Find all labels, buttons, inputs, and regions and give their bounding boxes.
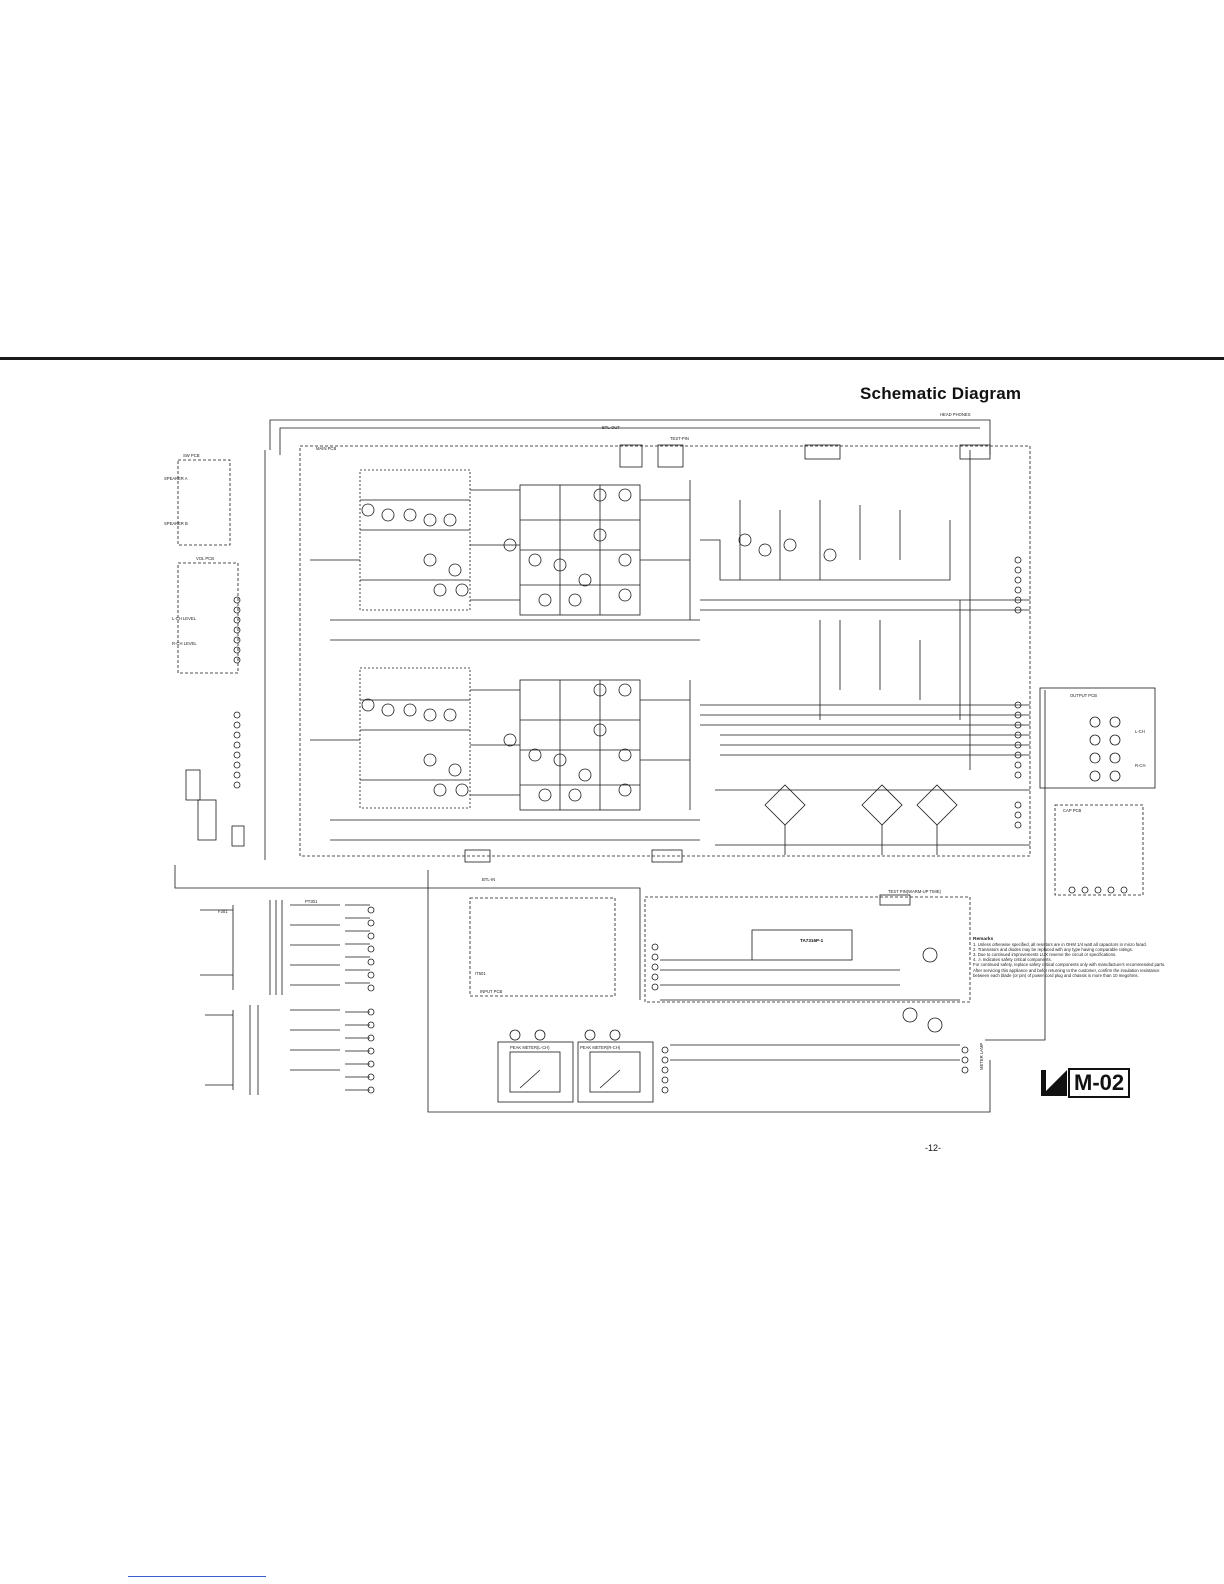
lower-channel: [310, 667, 700, 841]
label-test-pin-warmup: TEST PIN(WARM-UP TIME): [888, 889, 941, 894]
main-pcb-outline: [299, 445, 1031, 857]
label-peak-meter-r: PEAK METER(R-CH): [580, 1045, 621, 1050]
model-name: M-02: [1068, 1068, 1131, 1098]
footer-link-line: [128, 1576, 266, 1577]
bridge-rectifier-1: [764, 784, 806, 826]
label-input-transformer: IT501: [475, 971, 486, 976]
page-number: -12-: [925, 1143, 942, 1153]
label-main-pcb: MAIN PCB: [316, 446, 336, 451]
peak-meter-r: [577, 1041, 654, 1103]
label-l-ch: L-CH: [1135, 729, 1145, 734]
label-output-pcb: OUTPUT PCB: [1070, 693, 1097, 698]
label-ic: TA7316P-1: [800, 938, 824, 943]
label-peak-meter-l: PEAK METER(L-CH): [510, 1045, 550, 1050]
label-sw-pcb: SW PCB: [183, 453, 200, 458]
vol-pcb-outline: [177, 562, 239, 674]
transformer-2: [205, 1005, 370, 1095]
model-logo: M-02: [1041, 1068, 1131, 1098]
label-fuse: F301: [218, 909, 228, 914]
label-input-pcb: INPUT PCB: [480, 989, 502, 994]
connector-pins: [233, 556, 1128, 1094]
page-title: Schematic Diagram: [860, 384, 1022, 403]
label-l-ch-level: L-CH LEVEL: [172, 616, 197, 621]
label-r-ch-level: R-CH LEVEL: [172, 641, 197, 646]
upper-channel: [310, 469, 951, 641]
meter-pcb-outline: [644, 896, 971, 1003]
remarks-title: Remarks: [973, 937, 994, 942]
remarks-block: Remarks 1. Unless otherwise specified, a…: [973, 937, 1171, 978]
label-meter-lamp: METER LAMP: [979, 1043, 984, 1070]
lux-logo-icon: [1041, 1070, 1067, 1096]
remarks-item: 4. ⚠ Indicates safety critical component…: [973, 957, 1052, 963]
output-pcb-outline: [1039, 687, 1156, 789]
peak-meter-l: [497, 1041, 574, 1103]
label-btl-in: BTL-IN: [482, 877, 495, 882]
outer-bus-bottom: [427, 870, 991, 1113]
label-speaker-a: SPEAKER A: [164, 476, 188, 481]
label-speaker-b: SPEAKER B: [164, 521, 188, 526]
label-r-ch: R-CH: [1135, 763, 1145, 768]
label-head-phones: HEAD PHONES: [940, 412, 971, 417]
label-vol-pcb: VOL PCB: [196, 556, 214, 561]
input-pcb-outline: [469, 897, 616, 997]
remarks-item: 1. Unless otherwise specified, all resis…: [973, 942, 1147, 948]
remarks-item: 3. Due to continued improvements LUX res…: [973, 952, 1117, 958]
label-cap-pcb: CAP PCB: [1063, 808, 1082, 813]
transistor-symbols: [361, 488, 943, 1033]
remarks-item: For continued safety, replace safety cri…: [973, 962, 1166, 968]
bridge-rectifier-3: [916, 784, 958, 826]
sw-pcb-outline: [177, 459, 231, 546]
label-power-transformer: PT301: [305, 899, 318, 904]
remarks-item: After servicing this appliance and befor…: [973, 967, 1160, 978]
cap-pcb-outline: [1054, 804, 1144, 896]
label-test-pin: TEST-PIN: [670, 436, 689, 441]
transformer-1: [200, 900, 370, 995]
remarks-item: 2. Transistors and diodes may be replace…: [973, 947, 1134, 953]
bridge-rectifier-2: [861, 784, 903, 826]
outer-bus-top: [269, 419, 991, 455]
label-btl-out: BTL-OUT: [602, 425, 620, 430]
top-rule: [0, 357, 1224, 360]
ic-block: [751, 929, 853, 961]
